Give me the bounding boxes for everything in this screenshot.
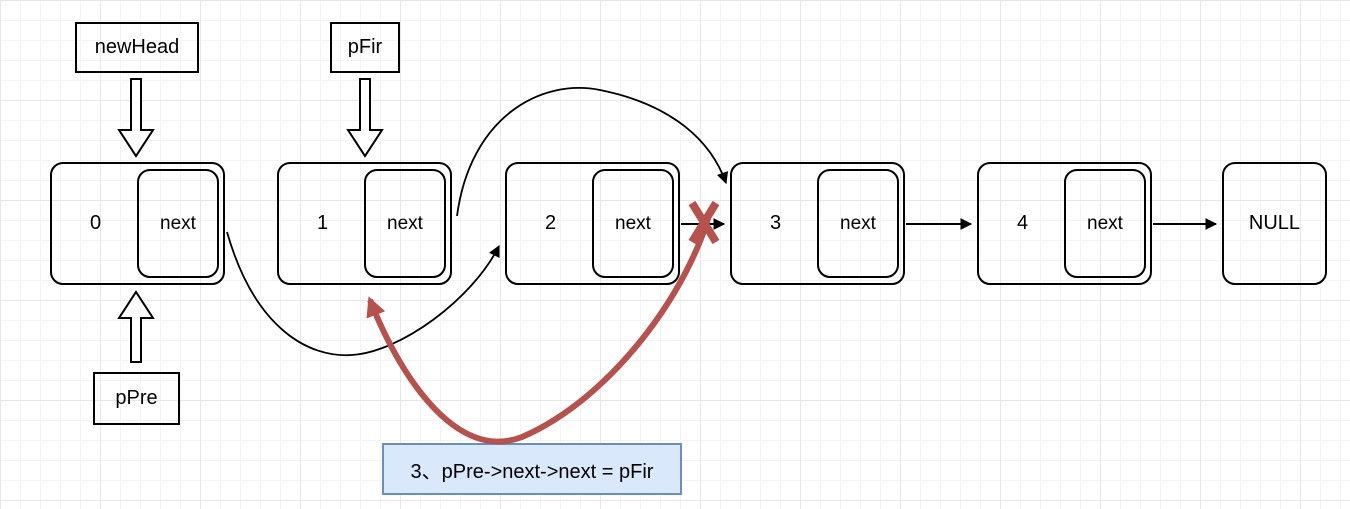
pfir-label: pFir bbox=[347, 36, 383, 58]
node-next-label: next bbox=[840, 212, 876, 234]
newhead-label: newHead bbox=[94, 36, 180, 58]
list-node-2: 2 next bbox=[505, 162, 680, 285]
list-node-0: 0 next bbox=[50, 162, 225, 285]
node-next-box: next bbox=[592, 169, 674, 278]
null-terminator-box: NULL bbox=[1222, 162, 1327, 285]
node-next-box: next bbox=[817, 169, 899, 278]
pfir-pointer-arrow bbox=[346, 78, 384, 158]
pfir-label-box: pFir bbox=[330, 22, 400, 73]
null-label: NULL bbox=[1248, 212, 1301, 234]
node-value: 2 bbox=[544, 212, 557, 234]
node-next-box: next bbox=[364, 169, 446, 278]
annotation-box: 3、pPre->next->next = pFir bbox=[382, 443, 682, 495]
node-value: 4 bbox=[1016, 212, 1029, 234]
node-next-box: next bbox=[137, 169, 219, 278]
node-next-box: next bbox=[1064, 169, 1146, 278]
newhead-pointer-arrow bbox=[117, 78, 155, 158]
node-value: 1 bbox=[316, 212, 329, 234]
broken-link-x-icon bbox=[688, 200, 720, 245]
annotation-text: 3、pPre->next->next = pFir bbox=[410, 460, 654, 483]
list-node-4: 4 next bbox=[977, 162, 1152, 285]
ppre-label: pPre bbox=[115, 387, 158, 409]
ppre-pointer-arrow bbox=[117, 290, 155, 363]
newhead-label-box: newHead bbox=[75, 22, 199, 73]
node-value: 0 bbox=[89, 212, 102, 234]
list-node-3: 3 next bbox=[730, 162, 905, 285]
list-node-1: 1 next bbox=[277, 162, 452, 285]
node-next-label: next bbox=[387, 212, 423, 234]
ppre-label-box: pPre bbox=[93, 372, 180, 425]
node-next-label: next bbox=[160, 212, 196, 234]
node-next-label: next bbox=[615, 212, 651, 234]
node-value: 3 bbox=[769, 212, 782, 234]
node-next-label: next bbox=[1087, 212, 1123, 234]
